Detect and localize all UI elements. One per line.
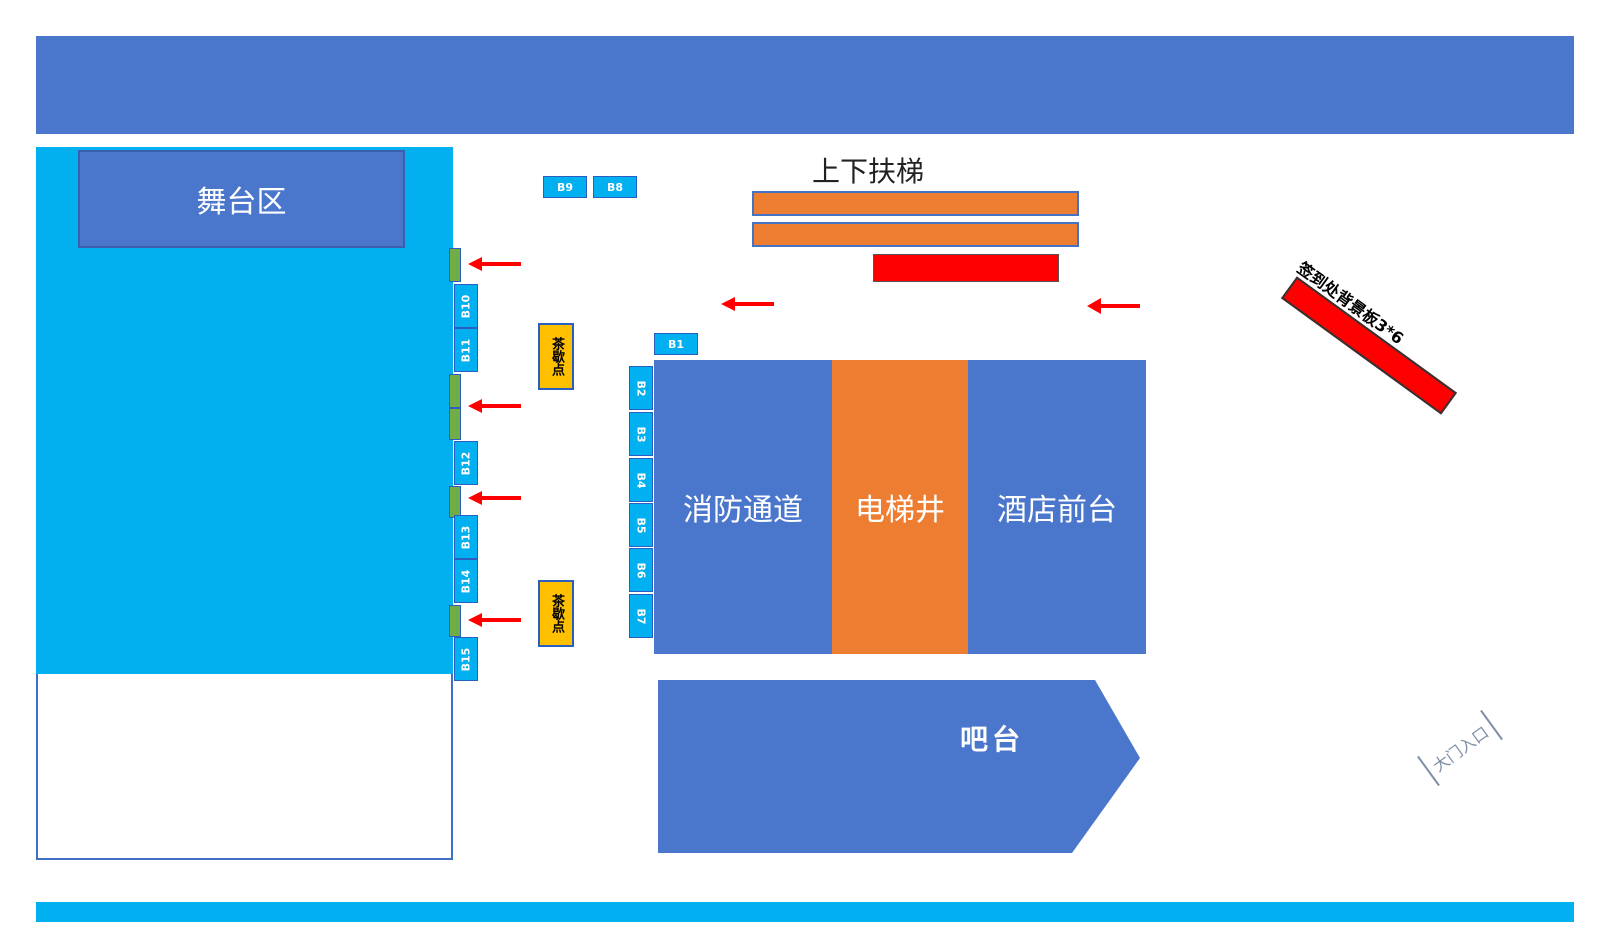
booth-b8: B8 <box>593 176 637 198</box>
booth-b4: B4 <box>629 458 653 502</box>
bar-label: 吧台 <box>960 723 1025 756</box>
tea-break-point: 茶歇点 <box>538 323 574 390</box>
hall-lower-area <box>36 674 453 860</box>
fire-exit: 消防通道 <box>654 360 832 654</box>
tea-break-label: 茶歇点 <box>549 337 564 376</box>
stage-area: 舞台区 <box>78 150 405 248</box>
hall-door <box>449 374 461 408</box>
booth-b3: B3 <box>629 412 653 456</box>
elevator-shaft: 电梯井 <box>832 360 968 654</box>
top-banner <box>36 36 1574 134</box>
tea-break-label: 茶歇点 <box>549 594 564 633</box>
hotel-front-desk: 酒店前台 <box>968 360 1146 654</box>
booth-b2: B2 <box>629 366 653 410</box>
bottom-bar <box>36 902 1574 922</box>
booth-b10: B10 <box>454 284 478 328</box>
booth-b6: B6 <box>629 548 653 592</box>
red-board <box>873 254 1059 282</box>
escalator-label: 上下扶梯 <box>812 155 925 188</box>
booth-b9: B9 <box>543 176 587 198</box>
tea-break-point: 茶歇点 <box>538 580 574 647</box>
booth-b15: B15 <box>454 637 478 681</box>
booth-b7: B7 <box>629 594 653 638</box>
booth-b5: B5 <box>629 503 653 547</box>
hall-door <box>449 605 461 637</box>
escalator-down <box>752 222 1079 247</box>
hall-door <box>449 408 461 440</box>
booth-b12: B12 <box>454 441 478 485</box>
booth-b1: B1 <box>654 333 698 355</box>
booth-b11: B11 <box>454 328 478 372</box>
hall-door <box>449 248 461 282</box>
booth-b13: B13 <box>454 515 478 559</box>
escalator-up <box>752 191 1079 216</box>
booth-b14: B14 <box>454 559 478 603</box>
